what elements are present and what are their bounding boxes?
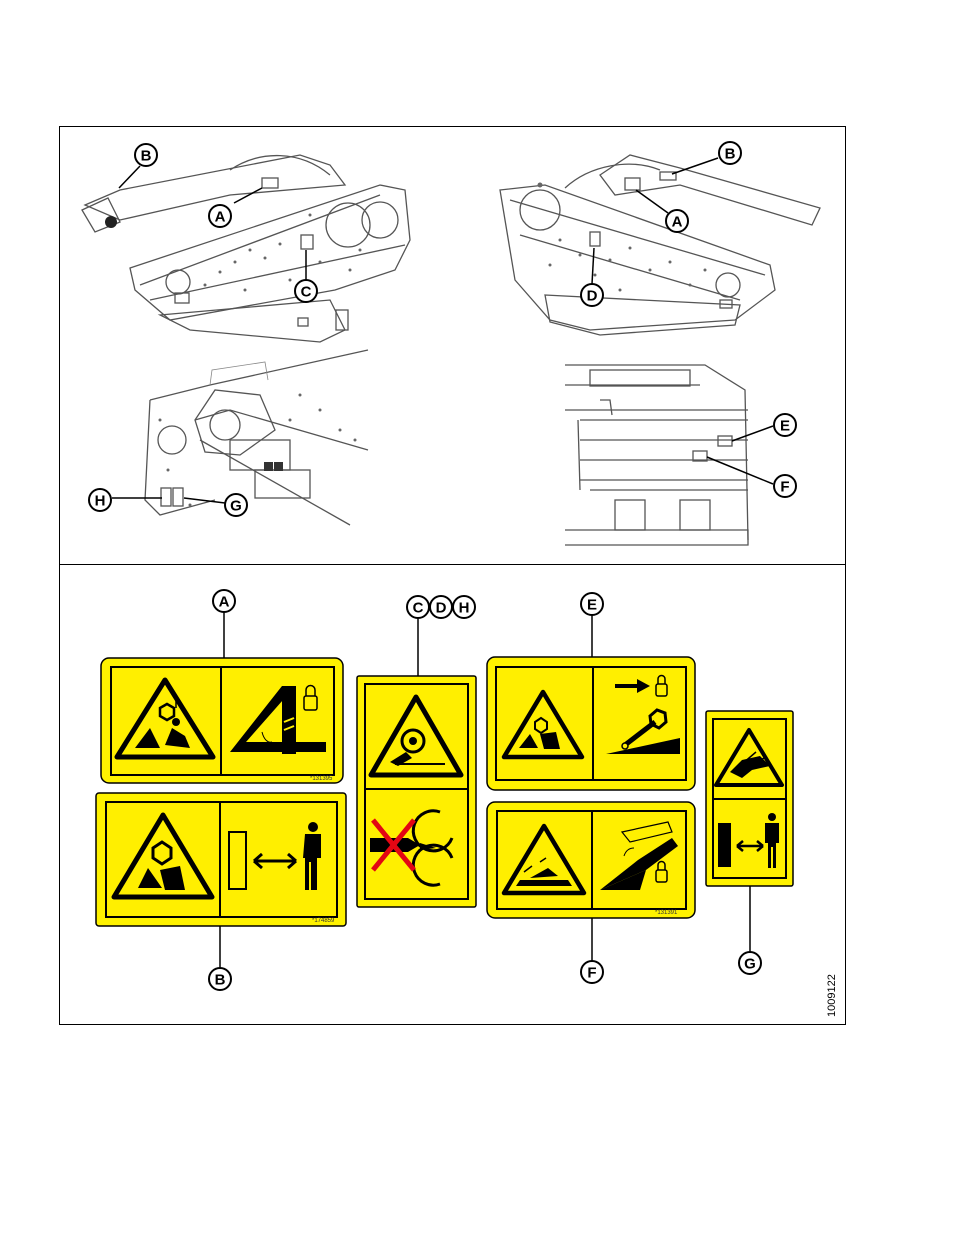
figure-frame — [59, 126, 846, 1025]
keep-clear-person-icon — [228, 822, 321, 890]
callout-f-decal: F — [580, 960, 604, 984]
top-right-machine-view — [499, 154, 821, 336]
svg-text:*174859: *174859 — [312, 918, 335, 924]
svg-text:E: E — [780, 418, 790, 435]
decal-f: *131391 — [486, 801, 696, 919]
svg-text:H: H — [459, 600, 470, 617]
decal-g — [705, 710, 794, 887]
svg-text:A: A — [672, 214, 683, 231]
svg-text:*131391: *131391 — [655, 910, 678, 916]
lift-arm-lock-icon — [230, 684, 326, 754]
callout-d-decal: D — [429, 595, 453, 619]
svg-text:F: F — [780, 479, 789, 496]
svg-text:D: D — [436, 600, 447, 617]
no-hands-rotating-icon — [370, 809, 454, 887]
callout-f-middle-right: F — [773, 474, 797, 498]
middle-left-detail-view — [112, 349, 369, 526]
svg-text:H: H — [95, 493, 106, 510]
keep-clear-person-icon — [718, 813, 779, 868]
callout-g-middle-left: G — [224, 493, 248, 517]
callout-a-decal: A — [212, 589, 236, 613]
decal-c-d-h — [356, 675, 477, 908]
svg-text:D: D — [587, 288, 598, 305]
svg-text:B: B — [725, 146, 736, 163]
hand-pinch-hazard-triangle-icon — [714, 728, 784, 787]
decal-a: *131395 — [100, 657, 344, 784]
svg-text:C: C — [413, 600, 424, 617]
svg-text:E: E — [587, 597, 597, 614]
crush-hazard-triangle-icon — [111, 812, 215, 900]
callout-a-top-right: A — [665, 209, 689, 233]
figure-number: 1009122 — [826, 974, 838, 1017]
callout-g-decal: G — [738, 951, 762, 975]
reel-lock-icon — [600, 821, 678, 890]
cutting-hazard-triangle-icon — [501, 823, 587, 896]
top-left-machine-view — [81, 154, 411, 343]
callout-b-decal: B — [208, 967, 232, 991]
decal-e — [486, 656, 696, 791]
callout-b-top-right: B — [718, 141, 742, 165]
svg-text:C: C — [301, 284, 312, 301]
crush-hazard-triangle-icon — [114, 677, 216, 760]
svg-text:A: A — [219, 594, 230, 611]
crush-hazard-triangle-icon — [501, 689, 585, 760]
callout-h-decal: H — [452, 595, 476, 619]
entanglement-hazard-triangle-icon — [368, 694, 464, 778]
callout-a-top-left: A — [208, 204, 232, 228]
middle-right-detail-view — [565, 364, 774, 546]
callout-c-decal: C — [406, 595, 430, 619]
decal-b: *174859 — [95, 792, 347, 927]
svg-text:A: A — [215, 209, 226, 226]
svg-text:G: G — [230, 498, 242, 515]
callout-c-top-left: C — [294, 279, 318, 303]
callout-d-top-right: D — [580, 283, 604, 307]
callout-e-decal: E — [580, 592, 604, 616]
callout-e-middle-right: E — [773, 413, 797, 437]
svg-text:B: B — [141, 148, 152, 165]
svg-text:*131395: *131395 — [310, 776, 333, 782]
callout-h-middle-left: H — [88, 488, 112, 512]
callout-b-top-left: B — [134, 143, 158, 167]
svg-text:G: G — [744, 956, 756, 973]
reel-lock-icon — [606, 674, 680, 754]
svg-text:F: F — [587, 965, 596, 982]
svg-text:B: B — [215, 972, 226, 989]
